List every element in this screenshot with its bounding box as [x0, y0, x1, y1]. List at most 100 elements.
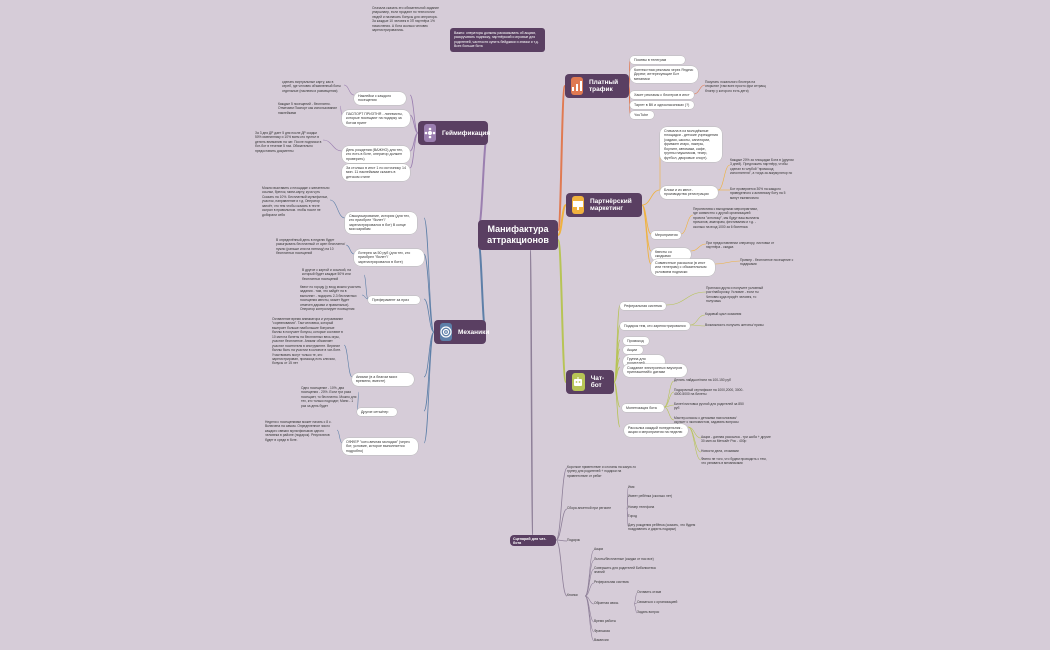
- topic-label: Сценарий для чат-бота: [513, 536, 547, 545]
- connector-line: [363, 274, 369, 300]
- scen-button-feedback[interactable]: Обратная связь: [594, 601, 619, 605]
- chat-item-promotions[interactable]: Акции: [623, 346, 643, 355]
- connector-line: [477, 132, 489, 229]
- scen-button-vacancies[interactable]: Вакансии: [594, 638, 609, 642]
- connector-line: [680, 214, 694, 235]
- gamif-item-stickers[interactable]: Наклейки с каждого посещения: [354, 92, 406, 105]
- partner-item-quests[interactable]: Блоки и из квест-производства регистраци…: [660, 186, 718, 199]
- connector-line: [339, 105, 343, 116]
- scen-fb-review[interactable]: Оставить отзыв: [637, 590, 662, 594]
- partner-note-free-visit: Пример - бесплатное посещение с подаркам…: [740, 258, 794, 267]
- mech-item-animation[interactable]: Анимаг (в а благом моих времени, вместе): [352, 373, 414, 386]
- partner-item-joint-mailings[interactable]: Совместные рассылки (в инст или телеграм…: [651, 259, 715, 277]
- connector-line: [409, 94, 419, 134]
- topic-chatbot-scenario[interactable]: Сценарий для чат-бота: [510, 535, 556, 546]
- scen-branch-gift[interactable]: Подарок: [567, 538, 580, 542]
- chat-item-promocode[interactable]: Промокод: [623, 337, 649, 346]
- connector-line: [663, 391, 675, 408]
- mech-note-1: Можно выставить к площадке с желательно …: [262, 186, 330, 217]
- scen-intro: Короткое приветствие и слоганы на какую-…: [567, 465, 636, 478]
- mech-item-other[interactable]: Другие сеты/нер: [357, 408, 397, 417]
- chat-item-referral[interactable]: Реферальная система: [620, 302, 666, 311]
- topic-mechanics[interactable]: Механики: [434, 320, 490, 344]
- connector-line: [584, 595, 595, 605]
- connector-line: [361, 294, 369, 300]
- mech-item-offer[interactable]: ОФФЕР "кото-вечная молодая" (через бот, …: [342, 438, 418, 456]
- connector-line: [717, 164, 731, 191]
- chat-mon-note-4: Мастер-классы с детскими психологами/ ск…: [674, 416, 739, 425]
- topic-paid-traffic[interactable]: Платный трафик: [565, 74, 629, 98]
- connector-line: [689, 324, 706, 327]
- connector-line: [409, 132, 419, 169]
- connector-line: [665, 291, 707, 306]
- chat-referral-note: Пригласи друга и получите условный рост/…: [706, 286, 764, 304]
- scen-branch-survey[interactable]: Сбора анкетной при регионе: [567, 506, 612, 510]
- target-icon: [440, 323, 452, 341]
- connector-line: [336, 429, 343, 444]
- connector-line: [557, 204, 567, 236]
- paid-item-bloggers[interactable]: Хакет рекламы с блогеров в инст: [630, 91, 694, 100]
- paid-item-youtube[interactable]: YouTube: [630, 111, 654, 120]
- connector-line: [641, 204, 652, 252]
- scen-fb-question[interactable]: Задать вопрос: [637, 610, 660, 614]
- connector-line: [613, 381, 621, 428]
- partner-item-events[interactable]: Мероприятия: [651, 231, 681, 240]
- scen-branch-buttons[interactable]: Кнопки: [567, 593, 578, 597]
- gamif-item-insta[interactable]: За столько в инст 1 по источнику 14 мин.…: [342, 164, 410, 182]
- mech-note-4: Квест по городу (у вход можно участить з…: [300, 285, 362, 312]
- connector-line: [584, 595, 595, 642]
- gamif-item-birthday[interactable]: День рождения (ВАЖНО) для тех, кто есть …: [342, 146, 410, 164]
- paid-item-telegram[interactable]: Посевы в телеграм: [630, 56, 685, 65]
- connector-line: [714, 260, 741, 265]
- presentation-icon: [572, 196, 584, 214]
- connector-line: [628, 85, 631, 115]
- mech-note-6: Одно посещение - 10%, два посещения - 20…: [301, 386, 357, 408]
- paid-bloggers-note: Покупать локального блогера на открытие …: [705, 80, 766, 93]
- topic-label: Геймификация: [442, 129, 491, 137]
- scen-button-franchise[interactable]: Франшиза: [594, 629, 610, 633]
- topic-chat-bot[interactable]: Чат-бот: [566, 370, 614, 394]
- partner-note-events: Перспектива с выгодными мероприятиям, гд…: [693, 207, 760, 229]
- mech-item-discount-history[interactable]: Свыкусьирование, история (для тех, кто п…: [345, 212, 417, 234]
- mech-note-7: Неделя с посещениями может начать с 8 с.…: [265, 420, 332, 442]
- scen-button-benefits[interactable]: Льготы/бесплатные (скидки от нас все): [594, 557, 654, 561]
- paid-item-target[interactable]: Таргет в ВК и одноклассниках (?): [630, 101, 694, 110]
- topic-partner-marketing[interactable]: Партнёрский маркетинг: [566, 193, 642, 217]
- chat-news-note-2: Новости дела, отзывами: [701, 449, 739, 453]
- connector-line: [641, 204, 652, 265]
- central-topic[interactable]: Манифактура аттракционов: [478, 220, 558, 250]
- chat-item-monetization[interactable]: Монетизация бота: [622, 404, 664, 413]
- connector-line: [690, 243, 707, 252]
- paid-top-dark-note: Важно: операторы должны рассказывать об …: [450, 28, 545, 52]
- mech-note-3: В другое с картой и ссылкой, на который …: [302, 268, 351, 281]
- gamif-item-passport[interactable]: ПАСПОРТ ПРИЗТНЯ - лингвисты, которые пос…: [342, 110, 410, 128]
- paid-item-yandex[interactable]: Контекстная реклама через Яндекс Директ,…: [630, 66, 698, 84]
- chat-item-vouchers[interactable]: Создание электронных ваучеров приглашени…: [623, 364, 687, 377]
- scen-fb-contact[interactable]: Связаться с организацией: [637, 600, 678, 604]
- topic-gamification[interactable]: Геймификация: [418, 121, 491, 145]
- chat-item-weekly-mailing[interactable]: Рассылка каждый понедельник - акции и ме…: [624, 424, 688, 437]
- scen-button-library[interactable]: Совершить для родителей Бибилиотека знан…: [594, 566, 656, 575]
- chat-item-gift[interactable]: Подарок тем, кто зарегистрировался: [620, 322, 690, 331]
- mech-item-prize[interactable]: Преферамент за приз: [368, 296, 420, 305]
- connector-line: [687, 426, 702, 453]
- chat-mon-note-3: Билет/листовка ручной для родителей за 8…: [674, 402, 744, 411]
- connector-line: [345, 244, 355, 255]
- connector-line: [423, 331, 435, 444]
- connector-line: [329, 199, 346, 219]
- connector-line: [322, 139, 343, 152]
- connector-line: [663, 406, 675, 421]
- paid-top-note: Сначала сказать это обязательной задание…: [372, 6, 439, 33]
- scen-button-referral[interactable]: Реферальная система: [594, 580, 629, 584]
- partner-note-percent: Бот проверяется 30% на каждого приведенн…: [730, 187, 786, 200]
- scen-button-hours[interactable]: Время работы: [594, 619, 617, 623]
- scen-button-promotions[interactable]: Акции: [594, 547, 604, 551]
- connector-line: [555, 508, 568, 541]
- scen-survey-birthday: Дату рождения ребёнка (сказать, что буде…: [628, 523, 696, 532]
- gamif-note-birthday: За 3 дня ДР дает 5 дня после ДР скидки 5…: [255, 131, 322, 153]
- mech-item-lottery[interactable]: Лотерея за 50 руб (для тех, кто приобрел…: [354, 249, 424, 267]
- partner-item-discount-quests[interactable]: Квесты со скидками: [651, 248, 691, 261]
- topic-label: Механики: [458, 328, 490, 336]
- connector-line: [689, 314, 706, 326]
